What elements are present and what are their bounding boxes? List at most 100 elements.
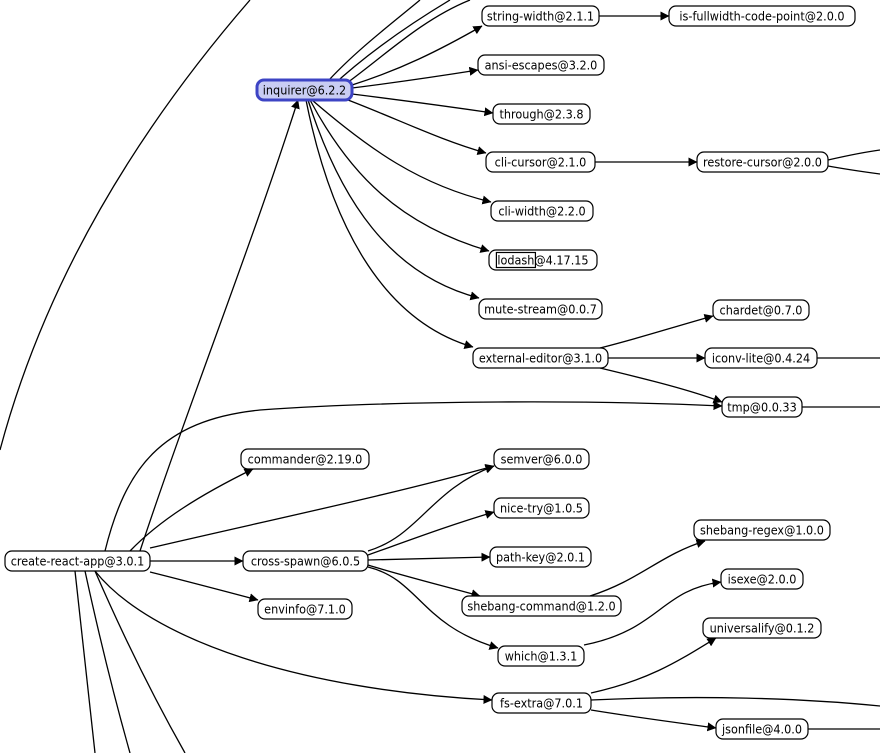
node-cross-spawn[interactable]: cross-spawn@6.0.5 — [242, 550, 369, 572]
edge-shebang-command-to-shebang-regex — [589, 539, 706, 597]
node-box — [693, 519, 831, 541]
node-box — [490, 200, 594, 222]
edge-create-react-app-to-fs-extra — [94, 570, 493, 705]
edge-inquirer-to-ansi-escapes — [351, 66, 479, 89]
node-box — [485, 151, 596, 173]
node-label: tmp@0.0.33 — [727, 400, 797, 415]
edge-which-to-isexe — [583, 578, 722, 646]
node-box — [492, 103, 591, 125]
node-box — [702, 617, 822, 639]
node-label: restore-cursor@2.0.0 — [703, 155, 822, 170]
node-label: cli-width@2.2.0 — [498, 204, 585, 219]
node-box — [240, 448, 370, 470]
edge-create-react-app-to-commander — [129, 468, 254, 552]
node-box — [478, 298, 603, 320]
edge-cross-spawn-to-shebang-command — [367, 564, 481, 599]
node-string-width[interactable]: string-width@2.1.1 — [481, 5, 600, 27]
node-tmp[interactable]: tmp@0.0.33 — [721, 396, 803, 418]
node-external-editor[interactable]: external-editor@3.1.0 — [472, 347, 609, 369]
node-label: fs-extra@7.0.1 — [500, 696, 583, 711]
node-label: jsonfile@4.0.0 — [721, 722, 802, 737]
search-highlight — [495, 251, 537, 269]
node-nice-try[interactable]: nice-try@1.0.5 — [493, 497, 590, 519]
edge-cross-spawn-to-which — [367, 566, 499, 650]
edge-inquirer-to-cli-width — [311, 99, 492, 205]
edge-continuation — [827, 149, 880, 161]
node-box — [493, 448, 590, 470]
edge-continuation — [84, 570, 131, 753]
node-label: create-react-app@3.0.1 — [11, 554, 145, 569]
node-shebang-regex[interactable]: shebang-regex@1.0.0 — [693, 519, 831, 541]
edge-inquirer-to-mute-stream — [307, 99, 480, 301]
node-shebang-command[interactable]: shebang-command@1.2.0 — [461, 595, 622, 617]
node-box — [491, 692, 592, 714]
node-label: which@1.3.1 — [505, 649, 578, 664]
node-create-react-app[interactable]: create-react-app@3.0.1 — [4, 550, 151, 572]
node-cli-width[interactable]: cli-width@2.2.0 — [490, 200, 594, 222]
node-box — [493, 497, 590, 519]
edge-fs-extra-to-universalify — [590, 637, 717, 694]
node-box — [497, 645, 585, 667]
edge-continuation — [94, 570, 186, 753]
node-inquirer[interactable]: inquirer@6.2.2 — [255, 78, 354, 102]
node-fs-extra[interactable]: fs-extra@7.0.1 — [491, 692, 592, 714]
node-box — [255, 78, 354, 102]
node-cli-cursor[interactable]: cli-cursor@2.1.0 — [485, 151, 596, 173]
node-label: commander@2.19.0 — [248, 452, 363, 467]
edge-cross-spawn-to-path-key — [367, 552, 491, 562]
edge-inquirer-to-cli-cursor — [347, 99, 487, 156]
node-box — [715, 718, 809, 740]
node-envinfo[interactable]: envinfo@7.1.0 — [257, 598, 353, 620]
node-label: is-fullwidth-code-point@2.0.0 — [679, 9, 844, 24]
edge-continuation — [339, 0, 471, 89]
node-label: cross-spawn@6.0.5 — [251, 554, 360, 569]
edge-inquirer-to-through — [351, 93, 494, 117]
highlighted-text: lodash — [497, 253, 534, 268]
node-label: chardet@0.7.0 — [720, 303, 803, 318]
edge-external-editor-to-chardet — [599, 313, 714, 349]
edge-fs-extra-to-jsonfile — [590, 709, 717, 732]
node-label: path-key@2.0.1 — [496, 550, 585, 565]
node-label: string-width@2.1.1 — [487, 9, 594, 24]
node-label: envinfo@7.1.0 — [264, 602, 346, 617]
node-box — [696, 151, 829, 173]
edge-inquirer-to-external-editor — [305, 99, 474, 349]
edge-inquirer-to-string-width — [351, 25, 483, 86]
node-label: cli-cursor@2.1.0 — [495, 155, 587, 170]
node-chardet[interactable]: chardet@0.7.0 — [712, 299, 810, 321]
node-ansi-escapes[interactable]: ansi-escapes@3.2.0 — [477, 54, 605, 76]
edge-continuation — [319, 0, 421, 91]
node-which[interactable]: which@1.3.1 — [497, 645, 585, 667]
node-lodash[interactable]: lodash@4.17.15 — [488, 249, 598, 271]
node-universalify[interactable]: universalify@0.1.2 — [702, 617, 822, 639]
node-through[interactable]: through@2.3.8 — [492, 103, 591, 125]
edge-continuation — [74, 570, 96, 753]
node-box — [720, 568, 804, 590]
node-mute-stream[interactable]: mute-stream@0.0.7 — [478, 298, 603, 320]
node-path-key[interactable]: path-key@2.0.1 — [489, 546, 592, 568]
edge-create-react-app-to-inquirer — [139, 99, 300, 552]
edge-continuation — [0, 0, 251, 451]
node-iconv-lite[interactable]: iconv-lite@0.4.24 — [704, 347, 818, 369]
edge-continuation — [329, 0, 451, 89]
node-box — [668, 5, 856, 27]
node-is-fullwidth[interactable]: is-fullwidth-code-point@2.0.0 — [668, 5, 856, 27]
node-box — [477, 54, 605, 76]
node-isexe[interactable]: isexe@2.0.0 — [720, 568, 804, 590]
node-box — [257, 598, 353, 620]
node-restore-cursor[interactable]: restore-cursor@2.0.0 — [696, 151, 829, 173]
node-label: universalify@0.1.2 — [710, 621, 815, 636]
edge-create-react-app-to-tmp — [104, 401, 723, 552]
node-semver[interactable]: semver@6.0.0 — [493, 448, 590, 470]
node-label: mute-stream@0.0.7 — [484, 302, 597, 317]
node-label: inquirer@6.2.2 — [263, 83, 346, 98]
node-jsonfile[interactable]: jsonfile@4.0.0 — [715, 718, 809, 740]
node-commander[interactable]: commander@2.19.0 — [240, 448, 370, 470]
edge-create-react-app-to-envinfo — [149, 571, 259, 603]
version-text: @4.17.15 — [534, 253, 588, 268]
node-box — [4, 550, 151, 572]
edge-continuation — [590, 696, 880, 707]
edge-cross-spawn-to-nice-try — [367, 510, 495, 556]
